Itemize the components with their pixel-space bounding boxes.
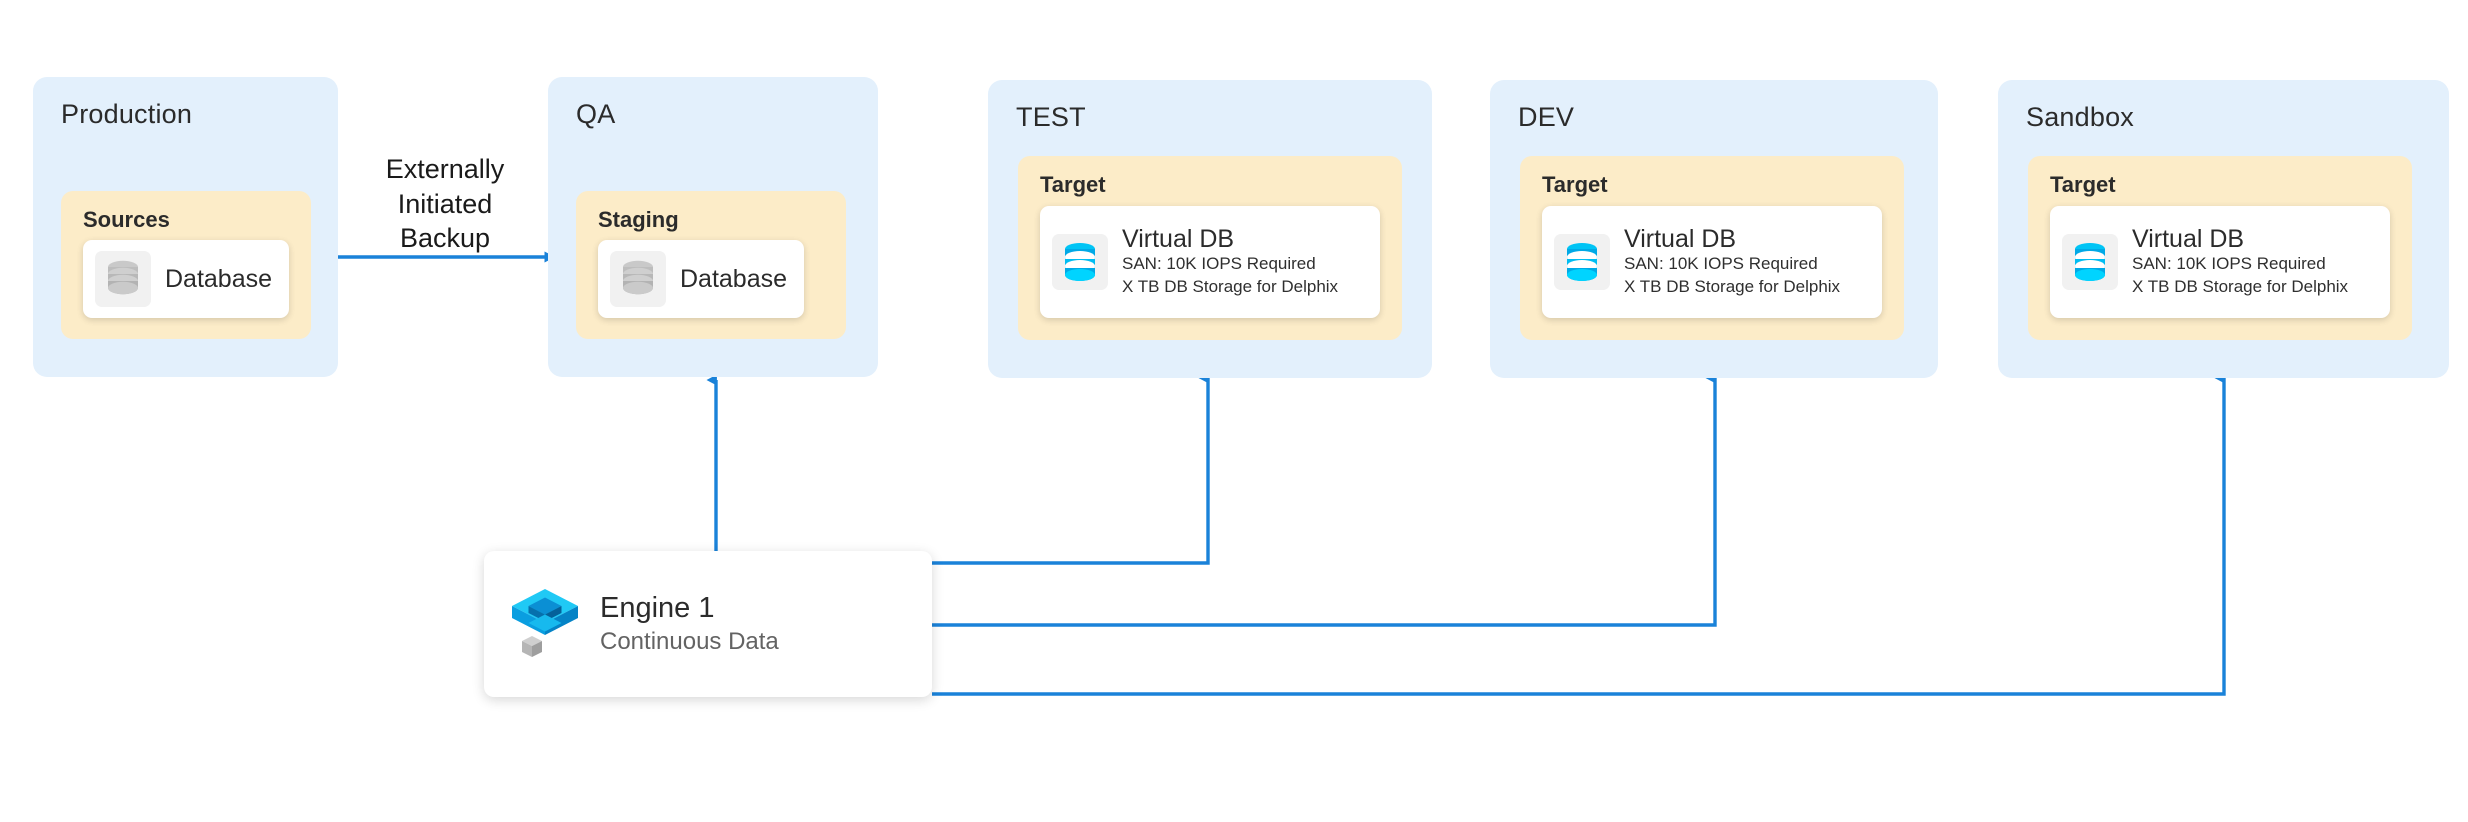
env-panel-test[interactable]: TEST Target Virtual DB	[988, 80, 1432, 378]
env-title-sandbox: Sandbox	[2026, 102, 2134, 132]
connector-engine-test	[932, 372, 1210, 565]
group-title-target: Target	[2050, 172, 2116, 197]
asset-name: Database	[165, 264, 273, 293]
group-title-target: Target	[1040, 172, 1106, 197]
env-panel-production[interactable]: Production Sources Database	[33, 77, 338, 377]
engine-title: Engine 1	[600, 592, 715, 624]
asset-name: Database	[680, 264, 788, 293]
asset-card-virtual-db[interactable]: Virtual DB SAN: 10K IOPS Required X TB D…	[1040, 206, 1380, 318]
virtual-db-icon	[1554, 234, 1610, 290]
asset-subtitle-line-2: X TB DB Storage for Delphix	[2132, 277, 2349, 297]
asset-name: Virtual DB	[2132, 224, 2245, 253]
asset-card-database[interactable]: Database	[598, 240, 818, 332]
asset-name: Virtual DB	[1122, 224, 1235, 253]
asset-card-virtual-db[interactable]: Virtual DB SAN: 10K IOPS Required X TB D…	[1542, 206, 1882, 318]
group-box-sources[interactable]: Sources Database	[61, 191, 311, 339]
group-box-target[interactable]: Target Virtual DB SAN: 10K IOPS	[2028, 156, 2412, 340]
env-title-dev: DEV	[1518, 102, 1575, 132]
env-panel-qa[interactable]: QA Staging Database	[548, 77, 878, 377]
group-title-target: Target	[1542, 172, 1608, 197]
group-box-staging[interactable]: Staging Database	[576, 191, 846, 339]
engine-text: Engine 1 Continuous Data	[600, 591, 779, 657]
env-title-qa: QA	[576, 99, 616, 129]
backup-label: Externally Initiated Backup	[385, 154, 505, 254]
env-panel-sandbox[interactable]: Sandbox Target Virtual DB	[1998, 80, 2449, 378]
asset-name: Virtual DB	[1624, 224, 1737, 253]
asset-subtitle-line-1: SAN: 10K IOPS Required	[2132, 254, 2326, 274]
engine-card[interactable]: Engine 1 Continuous Data	[484, 551, 932, 697]
asset-subtitle-line-2: X TB DB Storage for Delphix	[1122, 277, 1339, 297]
env-title-production: Production	[61, 99, 193, 129]
virtual-db-icon	[1052, 234, 1108, 290]
virtual-db-icon	[2062, 234, 2118, 290]
database-icon	[95, 251, 151, 307]
env-title-test: TEST	[1016, 102, 1086, 132]
database-icon	[610, 251, 666, 307]
group-title-sources: Sources	[83, 207, 170, 232]
asset-subtitle-line-1: SAN: 10K IOPS Required	[1122, 254, 1316, 274]
asset-subtitle-line-2: X TB DB Storage for Delphix	[1624, 277, 1841, 297]
asset-text: Database	[165, 265, 272, 294]
group-box-target[interactable]: Target Virtual DB SAN: 10K IOPS	[1520, 156, 1904, 340]
asset-text: Virtual DB SAN: 10K IOPS Required X TB D…	[1122, 225, 1338, 300]
connector-engine-sandbox	[932, 372, 2226, 696]
asset-text: Database	[680, 265, 787, 294]
env-panel-dev[interactable]: DEV Target Virtual DB	[1490, 80, 1938, 378]
asset-card-database[interactable]: Database	[83, 240, 303, 332]
delphix-engine-icon	[506, 585, 584, 663]
connector-engine-dev	[932, 372, 1717, 627]
asset-card-virtual-db[interactable]: Virtual DB SAN: 10K IOPS Required X TB D…	[2050, 206, 2390, 318]
asset-text: Virtual DB SAN: 10K IOPS Required X TB D…	[2132, 225, 2348, 300]
group-title-staging: Staging	[598, 207, 679, 232]
engine-subtitle: Continuous Data	[600, 627, 779, 655]
asset-text: Virtual DB SAN: 10K IOPS Required X TB D…	[1624, 225, 1840, 300]
group-box-target[interactable]: Target Virtual DB SAN: 10K IOPS	[1018, 156, 1402, 340]
asset-subtitle-line-1: SAN: 10K IOPS Required	[1624, 254, 1818, 274]
